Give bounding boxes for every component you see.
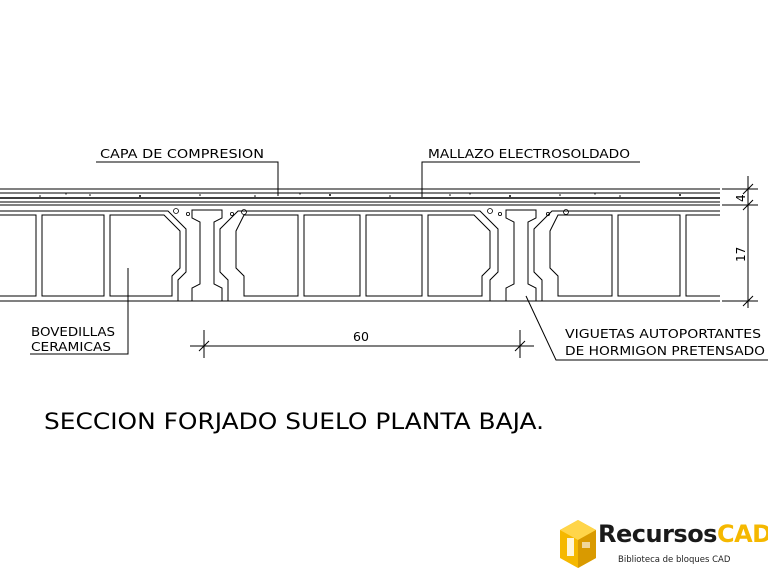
dimension-span: 60 bbox=[190, 329, 534, 358]
brand-name: RecursosCAD bbox=[598, 520, 768, 548]
label-bovedillas-2: CERAMICAS bbox=[31, 339, 111, 354]
compression-layer bbox=[0, 188, 720, 206]
leader-capa: CAPA DE COMPRESION bbox=[96, 146, 279, 196]
dimension-block-height-label: 17 bbox=[734, 247, 748, 262]
label-bovedillas-1: BOVEDILLAS bbox=[31, 324, 115, 339]
brand-tagline: Biblioteca de bloques CAD bbox=[618, 555, 731, 565]
cube-logo-icon bbox=[560, 520, 596, 568]
brand-name-part2: CAD bbox=[716, 520, 768, 548]
ceramic-block-right bbox=[533, 210, 720, 301]
ceramic-block-left bbox=[0, 210, 187, 301]
joist-left bbox=[173, 208, 247, 302]
dimension-span-label: 60 bbox=[353, 329, 369, 344]
label-viguetas-1: VIGUETAS AUTOPORTANTES bbox=[565, 326, 761, 341]
dimension-vertical: 4 17 bbox=[722, 176, 758, 308]
leader-viguetas: VIGUETAS AUTOPORTANTES DE HORMIGON PRETE… bbox=[525, 295, 768, 361]
dimension-top-layer-label: 4 bbox=[734, 194, 748, 202]
label-viguetas-2: DE HORMIGON PRETENSADO bbox=[565, 343, 765, 358]
ceramic-block-middle bbox=[219, 210, 499, 301]
brand-logo: RecursosCAD Biblioteca de bloques CAD bbox=[558, 516, 768, 576]
drawing-title: SECCION FORJADO SUELO PLANTA BAJA. bbox=[44, 410, 544, 435]
label-mallazo: MALLAZO ELECTROSOLDADO bbox=[428, 146, 630, 161]
label-capa: CAPA DE COMPRESION bbox=[100, 146, 264, 161]
brand-name-part1: Recursos bbox=[598, 520, 717, 548]
joist-right bbox=[487, 208, 569, 302]
leader-mallazo: MALLAZO ELECTROSOLDADO bbox=[421, 146, 640, 197]
leader-bovedillas: BOVEDILLAS CERAMICAS bbox=[30, 268, 129, 355]
